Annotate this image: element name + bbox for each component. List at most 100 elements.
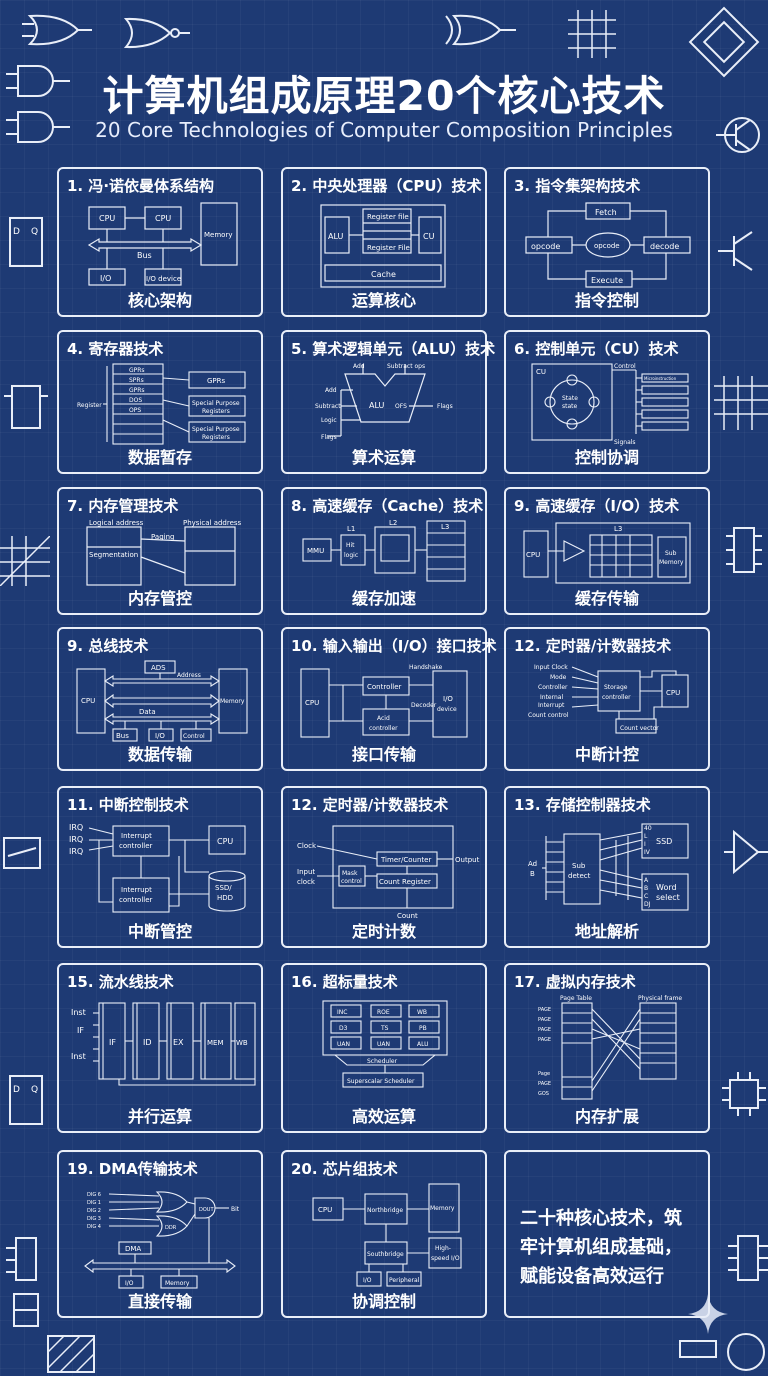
label-page4: PAGE: [538, 1037, 551, 1043]
label-hdd: HDD: [217, 894, 233, 902]
card-title: 8. 高速缓存（Cache）技术: [291, 497, 484, 515]
label-hit: Hit: [346, 542, 355, 549]
label-gprs: GPRs: [207, 377, 226, 385]
label-add: Add: [325, 387, 337, 394]
card-title: 7. 内存管理技术: [67, 497, 179, 515]
label-if: IF: [109, 1038, 116, 1047]
label-dig1: DIG 1: [87, 1200, 101, 1206]
card-cpu: 2. 中央处理器（CPU）技术 ALU CU Register file Reg…: [281, 167, 487, 317]
label-r4: DOS: [129, 397, 142, 404]
card-caption: 运算核心: [351, 291, 416, 310]
label-cpu2: CPU: [155, 214, 171, 223]
card-summary: 二十种核心技术，筑 牢计算机组成基础， 赋能设备高效运行: [504, 1150, 710, 1318]
card-chipset: 20. 芯片组技术 CPU Northbridge Memory Southbr…: [281, 1150, 487, 1318]
label-segmentation: Segmentation: [89, 551, 138, 559]
card-caption: 协调控制: [351, 1292, 416, 1311]
label-flags: Flags: [437, 403, 453, 410]
label-memory: Memory: [659, 559, 684, 566]
card-title: 4. 寄存器技术: [67, 340, 164, 358]
buffer-icon: [724, 829, 768, 875]
diagram-storage-controller: Ad B Sub detect SSD Word select 40 L I I…: [528, 823, 689, 911]
label-logic: Logic: [321, 417, 337, 424]
label-q2: B: [644, 885, 648, 892]
label-northbridge: Northbridge: [367, 1207, 403, 1214]
page-title: 计算机组成原理20个核心技术: [102, 72, 666, 120]
nor-gate-icon: [123, 17, 190, 49]
label-c8: UAN: [377, 1041, 390, 1048]
diagram-von-neumann: CPU CPU Memory Bus I/O I/O device: [87, 202, 238, 286]
label-input: Input: [297, 868, 315, 876]
label-dma: DMA: [125, 1245, 141, 1253]
card-caption: 数据暂存: [127, 448, 192, 467]
card-title: 3. 指令集架构技术: [514, 177, 641, 195]
card-caption: 核心架构: [127, 291, 192, 310]
label-alu: ALU: [328, 232, 344, 241]
label-logic: logic: [344, 552, 358, 559]
label-data: Data: [139, 708, 156, 716]
diagram-alu: Add Subtract ops Add Subtract Logic Flag…: [315, 363, 453, 441]
and-gate-icon: [6, 111, 70, 143]
label-superscalar-scheduler: Superscalar Scheduler: [347, 1078, 415, 1085]
card-title: 19. DMA传输技术: [67, 1160, 198, 1178]
label-address: Address: [177, 672, 201, 679]
grid-icon: [714, 376, 768, 430]
diagram-virtual-memory: Page Table Physical frame PAGE PAGE PAGE…: [538, 995, 682, 1100]
chip-icon: [688, 6, 760, 78]
label-cache: Cache: [371, 270, 396, 279]
card-alu: 5. 算术逻辑单元（ALU）技术 Add Subtract ops Add Su…: [281, 330, 495, 474]
label-acid: Acid: [377, 715, 390, 722]
label-cu: CU: [536, 368, 546, 376]
label-ssd: SSD: [656, 837, 672, 846]
label-ssd: SSD/: [215, 884, 232, 892]
circle-icon: [727, 1333, 765, 1371]
label-microinstruction: Microinstruction: [644, 376, 677, 381]
label-memory: Memory: [430, 1205, 455, 1212]
card-caption: 地址解析: [574, 922, 639, 941]
label-cpu1: CPU: [99, 214, 115, 223]
label-interrupt: Interrupt: [121, 832, 152, 840]
card-bus: 9. 总线技术 ADS Address CPU Memory Data Bus …: [57, 627, 263, 771]
label-id: ID: [143, 1038, 152, 1047]
label-ex: EX: [173, 1038, 184, 1047]
card-title: 2. 中央处理器（CPU）技术: [291, 177, 482, 195]
label-p1: 40: [644, 825, 652, 832]
label-register-file: Register file: [367, 213, 409, 221]
card-timer-counter: 12. 定时器/计数器技术 Clock Input clock Timer/Co…: [281, 786, 487, 948]
label-sub: Sub: [665, 550, 677, 557]
card-title: 10. 输入输出（I/O）接口技术: [291, 637, 497, 655]
card-caption: 接口传输: [351, 745, 416, 764]
label-internal: Internal: [540, 694, 563, 701]
label-p4: IV: [644, 849, 651, 856]
label-count-vector: Count vector: [620, 725, 659, 732]
label-fetch: Fetch: [595, 208, 617, 217]
card-io-cache: 9. 高速缓存（I/O）技术 L3 CPU Sub Memory 缓存传输: [504, 487, 710, 615]
card-title: 20. 芯片组技术: [291, 1160, 398, 1178]
label-special-purpose-1: Special Purpose: [192, 400, 240, 407]
label-io: I/O: [443, 695, 453, 703]
chip-icon: [726, 527, 762, 573]
label-memory: Memory: [220, 698, 245, 705]
label-acid-controller: controller: [369, 725, 398, 732]
label-storage-controller: controller: [602, 694, 631, 701]
diagram-pipeline: Inst IF Inst IF ID EX MEM WB: [71, 1002, 256, 1086]
label-storage: Storage: [604, 684, 628, 691]
label-count: Count: [397, 912, 418, 920]
label-q3: C: [644, 893, 648, 900]
diagram-io-interface: Handshake CPU Controller I/O device Deco…: [300, 664, 468, 738]
label-device: device: [437, 706, 457, 713]
diagram-timer-interrupt: Input Clock Mode Controller Internal Int…: [528, 664, 689, 734]
diagram-interrupt-control: IRQ IRQ IRQ Interrupt controller CPU Int…: [69, 823, 246, 913]
label-speed-io: speed I/O: [431, 1255, 460, 1262]
label-controller-2: controller: [119, 896, 153, 904]
card-control-unit: 6. 控制单元（CU）技术 CU Control State state Sig…: [504, 330, 710, 474]
label-c1: INC: [337, 1009, 347, 1016]
card-title: 6. 控制单元（CU）技术: [514, 340, 679, 358]
card-register: 4. 寄存器技术 Register GPRs SPRs GPRs DOS OPS…: [57, 330, 263, 474]
label-page7: GOS: [538, 1091, 549, 1097]
label-word: Word: [656, 883, 677, 892]
label-peripheral: Peripheral: [389, 1277, 420, 1284]
label-mode: Mode: [550, 674, 567, 681]
svg-text:D: D: [13, 1085, 20, 1095]
diagram-control-unit: CU Control State state Signals Microinst…: [531, 363, 689, 446]
label-io-device: I/O device: [146, 275, 181, 283]
